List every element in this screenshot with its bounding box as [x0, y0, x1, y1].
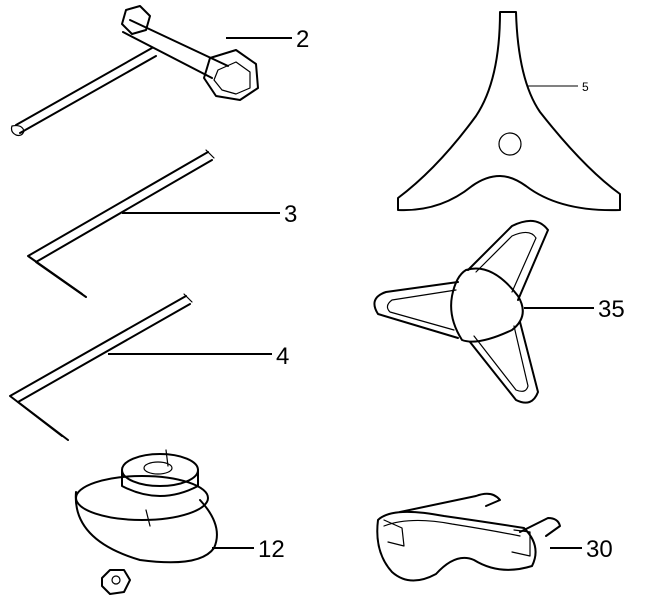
spark-plug-wrench [10, 5, 259, 137]
callout-35: 35 [598, 296, 625, 323]
trimmer-head [74, 449, 218, 595]
callout-30: 30 [586, 536, 613, 563]
hex-key-short [9, 293, 193, 441]
blade-guard [373, 219, 549, 404]
callout-2: 2 [296, 26, 309, 53]
callout-5: 5 [582, 80, 589, 94]
blade [397, 11, 621, 212]
callout-12: 12 [258, 536, 285, 563]
hex-key-long [27, 149, 215, 298]
callout-4: 4 [276, 343, 289, 370]
callout-3: 3 [284, 201, 297, 228]
safety-glasses [376, 492, 561, 582]
